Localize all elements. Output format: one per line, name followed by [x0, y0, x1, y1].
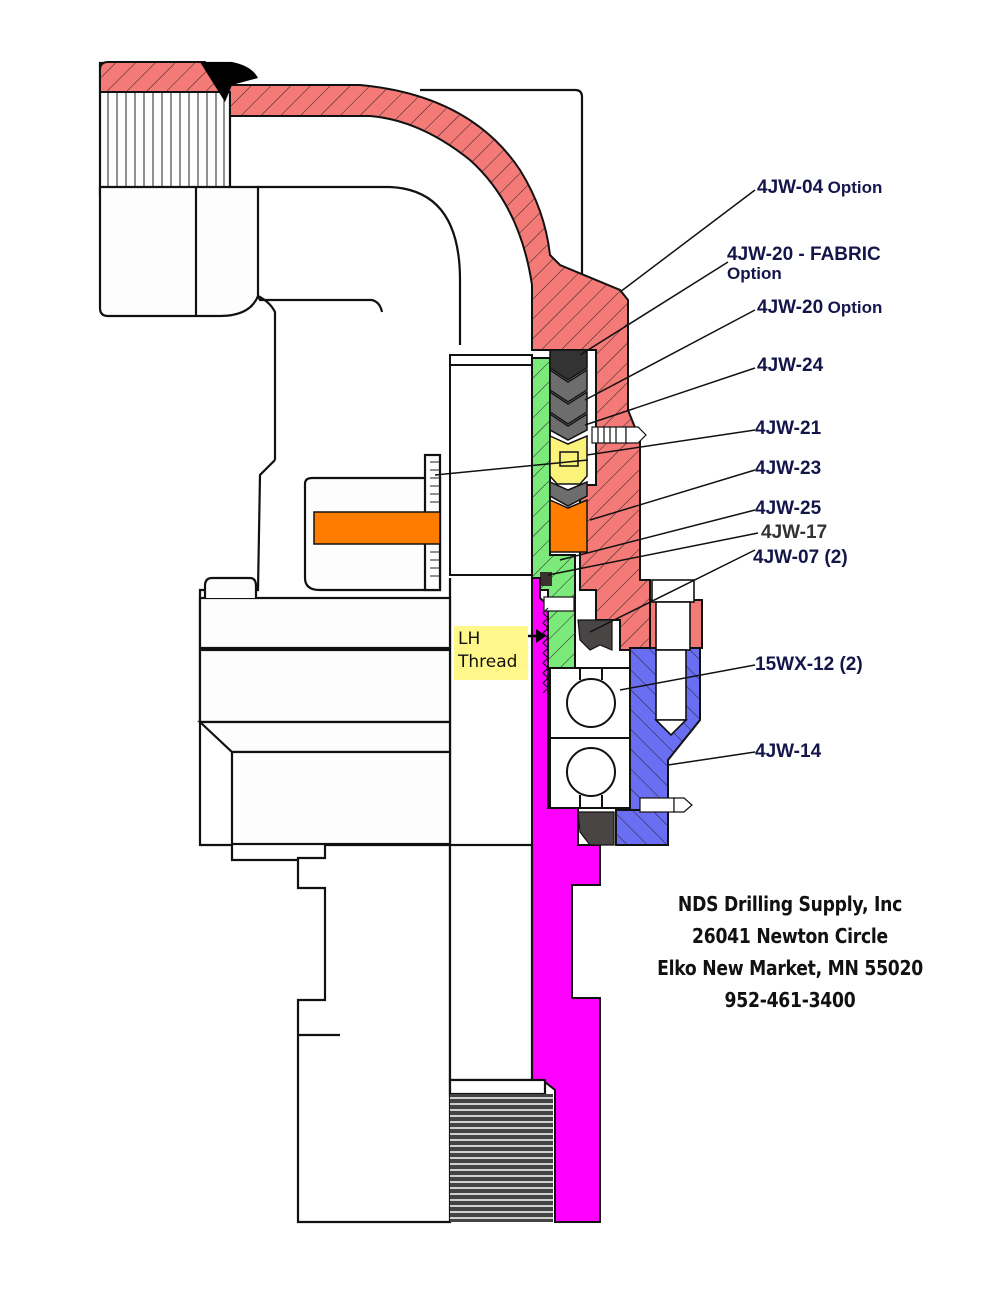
bushing-left	[313, 511, 441, 545]
label-suffix: Option	[827, 298, 883, 317]
packing-stack-4jw-20	[549, 349, 588, 441]
company-name: NDS Drilling Supply, Inc	[677, 892, 903, 916]
label-code: 4JW-07 (2)	[753, 547, 848, 568]
label-code: 4JW-20 - FABRIC	[727, 244, 881, 265]
label-code: 4JW-25	[755, 498, 822, 519]
lower-sub	[296, 843, 547, 1224]
label-suffix: Option	[827, 178, 883, 197]
box-threads	[450, 1094, 553, 1222]
packing-lower-4jw-20	[549, 480, 588, 507]
label-4jw-14: 4JW-14	[755, 742, 821, 761]
label-4jw-17: 4JW-17	[761, 523, 827, 542]
lh-thread-teeth	[542, 607, 549, 694]
gooseneck-body	[98, 61, 584, 862]
company-city: Elko New Market, MN 55020	[657, 956, 923, 980]
label-4jw-20: 4JW-20 Option	[757, 298, 882, 317]
label-code: 4JW-24	[757, 355, 824, 376]
label-suffix: Option	[727, 264, 782, 283]
company-street: 26041 Newton Circle	[692, 924, 888, 948]
leader-lines	[434, 189, 759, 766]
label-4jw-23: 4JW-23	[755, 459, 821, 478]
lh-note-line2: Thread	[458, 652, 518, 672]
label-4jw-25: 4JW-25	[755, 499, 821, 518]
label-4jw-21: 4JW-21	[755, 419, 821, 438]
bearings-15wx-12	[549, 667, 631, 809]
label-code: 4JW-14	[755, 741, 822, 762]
bushing-4jw-23	[549, 498, 588, 553]
lantern-ring-4jw-21	[549, 434, 588, 485]
label-code: 4JW-21	[755, 418, 822, 439]
grease-fitting-4jw-24	[591, 426, 647, 444]
inlet-threads	[107, 92, 225, 186]
company-phone: 952-461-3400	[724, 988, 856, 1012]
lh-note-line1: LH	[458, 629, 481, 649]
label-code: 4JW-04	[757, 177, 824, 198]
label-code: 4JW-23	[755, 458, 822, 479]
label-code: 15WX-12 (2)	[755, 654, 863, 675]
label-15wx-12: 15WX-12 (2)	[755, 655, 863, 674]
label-code: 4JW-20	[757, 297, 824, 318]
company-info: NDS Drilling Supply, Inc 26041 Newton Ci…	[620, 888, 960, 1016]
label-4jw-07: 4JW-07 (2)	[753, 548, 848, 567]
grease-fitting-lower	[639, 797, 693, 813]
seals	[543, 596, 615, 846]
nut-threads	[430, 461, 440, 577]
label-4jw-20-fabric: 4JW-20 - FABRIC Option	[727, 245, 881, 282]
label-4jw-04: 4JW-04 Option	[757, 178, 882, 197]
label-code: 4JW-17	[761, 522, 828, 543]
label-4jw-24: 4JW-24	[757, 356, 823, 375]
lh-thread-note: LH Thread	[454, 626, 528, 680]
